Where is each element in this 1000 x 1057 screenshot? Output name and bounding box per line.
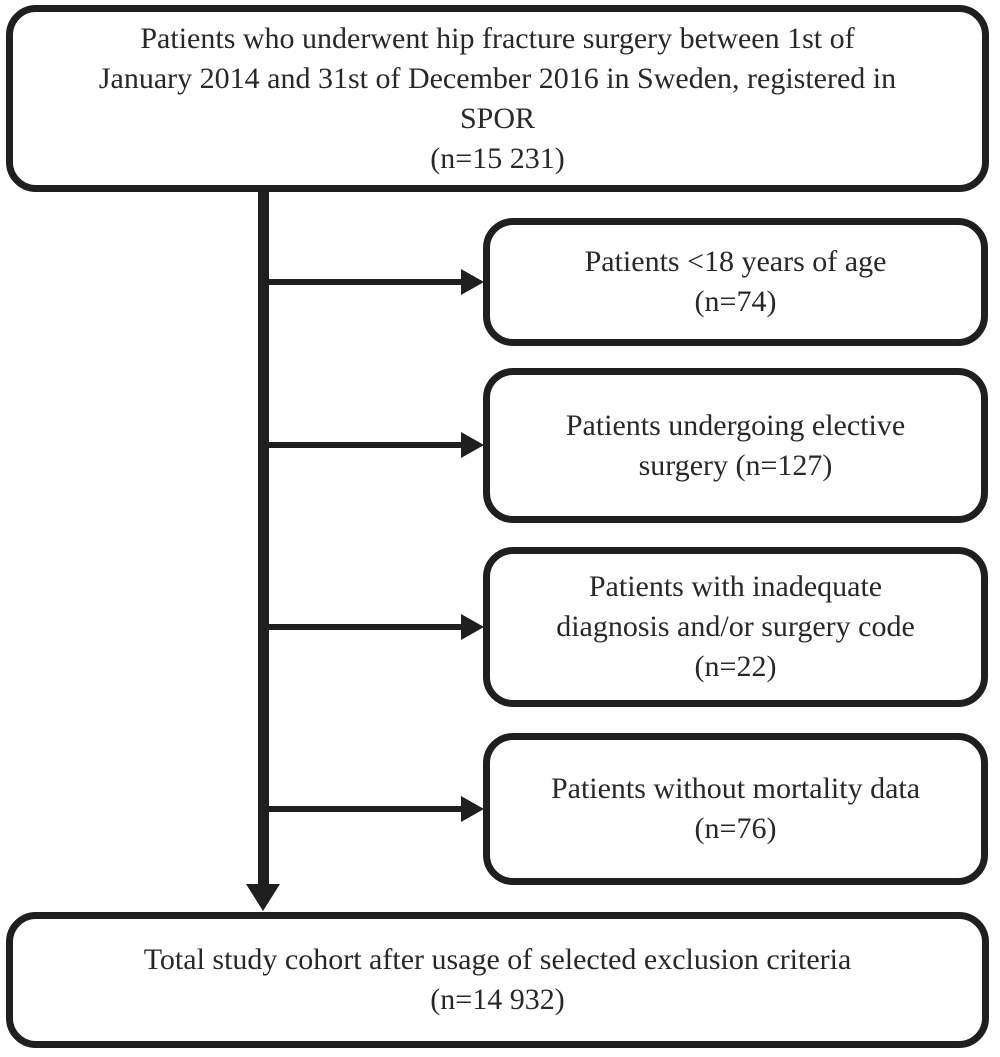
exclusion-box-elective-surgery: Patients undergoing elective surgery (n=… [483, 368, 988, 523]
source-population-count: (n=15 231) [430, 141, 565, 175]
exclusion-text: diagnosis and/or surgery code [556, 610, 915, 643]
exclusion-text: Patients without mortality data [550, 772, 921, 805]
exclusion-box-age: Patients <18 years of age (n=74) [483, 218, 988, 346]
branch-arrow-line [258, 806, 464, 812]
exclusion-text: Patients with inadequate [588, 570, 883, 603]
branch-arrow-line [258, 442, 464, 448]
source-population-text: January 2014 and 31st of December 2016 i… [98, 61, 897, 95]
source-population-text: SPOR [459, 101, 536, 135]
branch-arrowhead-icon [461, 796, 484, 822]
exclusion-count: (n=74) [694, 285, 777, 318]
final-cohort-text: Total study cohort after usage of select… [143, 943, 852, 976]
main-flow-arrow-line [258, 192, 269, 886]
exclusion-count: (n=76) [694, 812, 777, 845]
final-cohort-box: Total study cohort after usage of select… [6, 912, 989, 1048]
exclusion-box-mortality-data: Patients without mortality data (n=76) [483, 733, 988, 885]
branch-arrow-line [258, 624, 464, 630]
branch-arrow-line [258, 279, 464, 285]
branch-arrowhead-icon [461, 269, 484, 295]
branch-arrowhead-icon [461, 432, 484, 458]
branch-arrowhead-icon [461, 614, 484, 640]
exclusion-text: Patients <18 years of age [584, 245, 887, 278]
exclusion-count: (n=22) [694, 650, 777, 683]
main-flow-arrowhead-icon [246, 884, 280, 911]
exclusion-text: Patients undergoing elective [565, 408, 906, 442]
final-cohort-count: (n=14 932) [430, 983, 565, 1016]
source-population-text: Patients who underwent hip fracture surg… [140, 21, 855, 55]
exclusion-box-inadequate-codes: Patients with inadequate diagnosis and/o… [483, 547, 988, 707]
source-population-box: Patients who underwent hip fracture surg… [6, 5, 989, 192]
exclusion-text: surgery (n=127) [638, 448, 833, 482]
